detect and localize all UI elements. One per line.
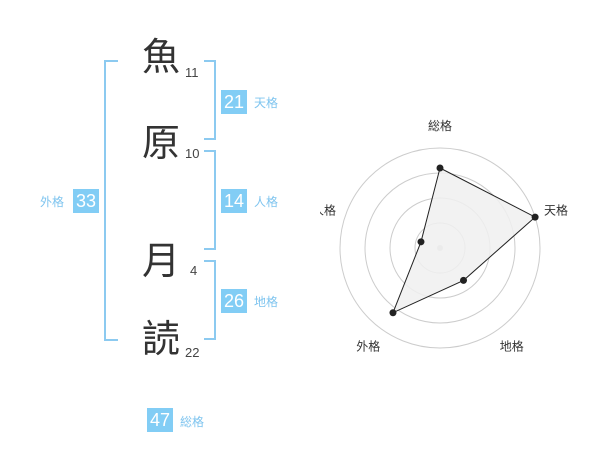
radar-point-4	[417, 238, 425, 246]
radar-axis-label-2: 地格	[500, 339, 524, 354]
jinkaku-bracket	[204, 150, 216, 250]
gaikaku-bracket	[104, 60, 118, 341]
radar-points	[389, 164, 539, 317]
jinkaku-value: 14	[221, 189, 247, 213]
gaikaku-value: 33	[73, 189, 99, 213]
radar-axis-label-1: 天格	[544, 202, 568, 217]
chikaku-value: 26	[221, 289, 247, 313]
radar-ring-4	[339, 147, 541, 349]
radar-axis-label-3: 外格	[356, 339, 380, 354]
name-char-4: 読	[142, 317, 181, 361]
stroke-count-1: 11	[185, 65, 199, 80]
radar-point-3	[389, 309, 397, 317]
jinkaku-label: 人格	[254, 195, 279, 209]
tenkaku-bracket	[204, 60, 216, 140]
name-char-2: 原	[142, 121, 181, 165]
radar-axis-label-4: 人格	[320, 202, 336, 217]
soukaku-label: 総格	[180, 415, 205, 429]
stroke-count-3: 4	[190, 263, 198, 278]
name-char-3: 月	[142, 239, 181, 283]
radar-point-0	[436, 164, 444, 172]
chikaku-label: 地格	[254, 295, 279, 309]
tenkaku-value: 21	[221, 90, 247, 114]
stroke-count-4: 22	[185, 345, 200, 360]
tenkaku-label: 天格	[254, 96, 279, 110]
name-char-1: 魚	[142, 35, 181, 79]
radar-point-1	[531, 213, 539, 221]
gaikaku-label: 外格	[40, 195, 65, 209]
chikaku-bracket	[204, 260, 216, 340]
radar-axis-label-0: 総格	[428, 118, 452, 133]
stroke-count-2: 10	[185, 146, 200, 161]
radar-point-2	[460, 276, 468, 284]
soukaku-value: 47	[147, 408, 173, 432]
radar-shape	[392, 167, 536, 314]
